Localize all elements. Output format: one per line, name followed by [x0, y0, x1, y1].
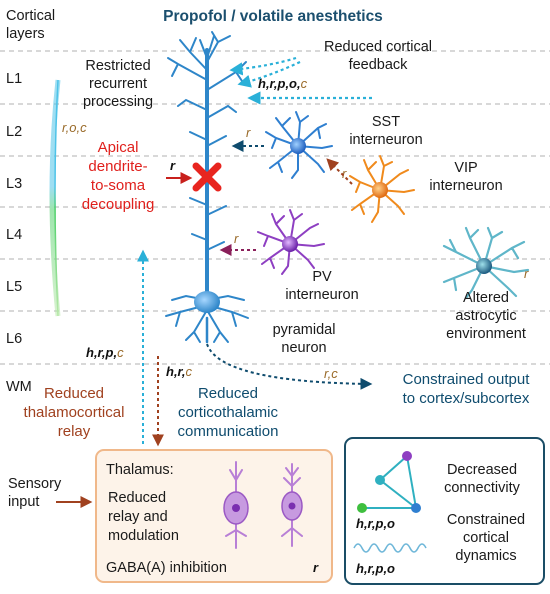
- oblique-dendrites: [177, 98, 237, 251]
- thalamus-gaba-label: GABA(A) inhibition: [106, 560, 227, 576]
- vip-soma: [372, 182, 388, 198]
- thalamus-r-code: r: [313, 560, 319, 575]
- pv-r-code: r: [234, 231, 239, 246]
- feedback-codes: h,r,p,o,c: [258, 76, 308, 91]
- astrocyte-soma: [476, 258, 492, 274]
- network-codes-1: h,r,p,o: [356, 516, 395, 531]
- pyramidal-soma: [194, 291, 220, 313]
- sst-interneuron: [265, 111, 333, 179]
- vip-interneuron: [349, 155, 415, 223]
- sst-r-code: r: [246, 125, 251, 140]
- layer-label-wm: WM: [6, 379, 32, 395]
- layer-label-l1: L1: [6, 71, 22, 87]
- decoupling-block-icon: [192, 162, 222, 192]
- layer-label-l4: L4: [6, 227, 22, 243]
- title: Propofol / volatile anesthetics: [163, 8, 383, 25]
- thalamo-codes: h,r,p,c: [86, 345, 124, 360]
- vip-to-sst-arrow: [326, 158, 353, 185]
- thalamus-title: Thalamus:: [106, 462, 174, 478]
- apical-r-code: r: [170, 158, 176, 173]
- recurrent-loop-bracket: [49, 79, 61, 317]
- thalamic-relay-nucleus: [232, 504, 240, 512]
- graph-node-1: [402, 451, 412, 461]
- cortico-codes: h,r,c: [166, 364, 193, 379]
- network-box: [344, 437, 545, 585]
- rc-codes: r,c: [324, 366, 338, 381]
- output-arrow: [206, 343, 373, 390]
- pv-interneuron: [257, 209, 325, 275]
- network-codes-2: h,r,p,o: [356, 561, 395, 576]
- restricted-codes: r,o,c: [62, 120, 87, 135]
- layer-label-l6: L6: [6, 331, 22, 347]
- thalamus-box: [95, 449, 333, 583]
- astrocyte: [442, 226, 530, 300]
- dynamics-wave: [353, 543, 427, 553]
- vip-r-code: r: [342, 166, 347, 181]
- basal-dendrites: [165, 294, 249, 343]
- graph-node-2: [375, 475, 385, 485]
- graph-node-4: [357, 503, 367, 513]
- thalamic-interneuron: [281, 463, 303, 547]
- sst-soma: [290, 138, 306, 154]
- feedback-arrow-2: [237, 61, 301, 88]
- thalamic-interneuron-nucleus: [288, 502, 296, 510]
- layer-label-l5: L5: [6, 279, 22, 295]
- connectivity-graph: [362, 455, 417, 509]
- pv-soma: [282, 236, 298, 252]
- recurrent-loop-bracket-inner: [54, 79, 59, 317]
- layer-label-l2: L2: [6, 124, 22, 140]
- layer-boundaries: [0, 50, 550, 365]
- graph-node-3: [411, 503, 421, 513]
- layer-label-l3: L3: [6, 176, 22, 192]
- thalamic-relay-neuron: [225, 461, 247, 549]
- astrocyte-r-code: r: [524, 266, 529, 281]
